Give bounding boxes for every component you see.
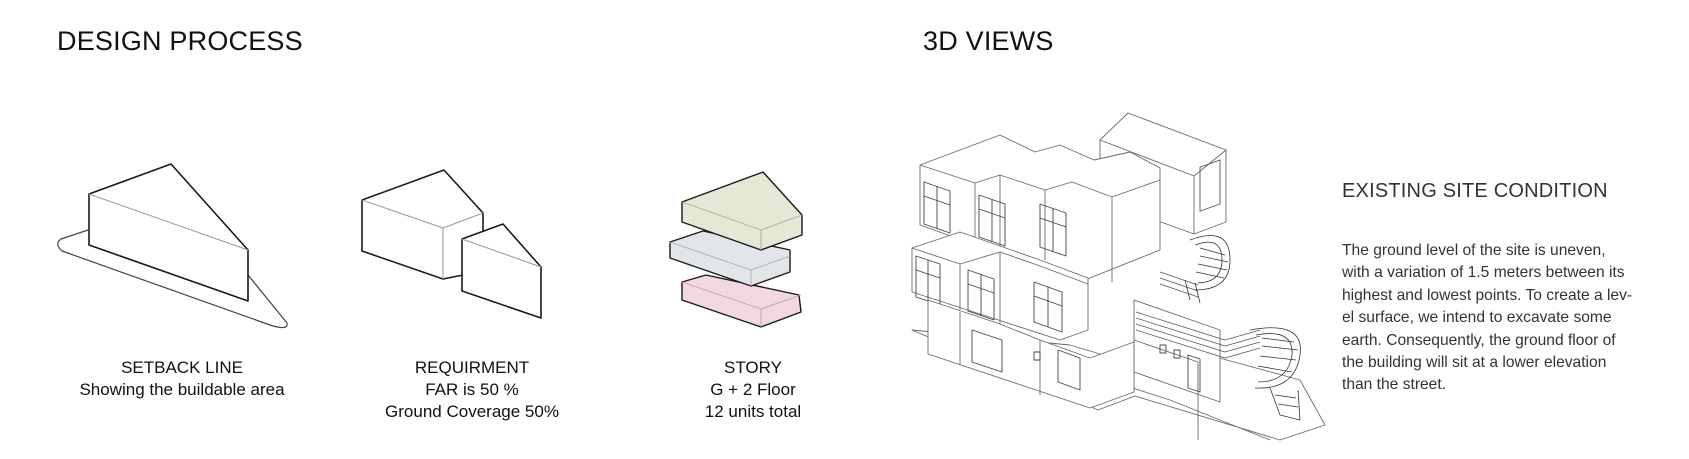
design-process-title: DESIGN PROCESS xyxy=(57,26,303,56)
story-caption: STORY G + 2 Floor 12 units total xyxy=(633,357,873,423)
existing-site-condition-paragraph: The ground level of the site is uneven, … xyxy=(1342,240,1672,397)
paragraph-line-7: than the street. xyxy=(1342,376,1447,394)
paragraph-line-3: highest and lowest points. To create a l… xyxy=(1342,286,1633,304)
paragraph-line-4: el surface, we intend to excavate some xyxy=(1342,309,1612,327)
setback-line-1: Showing the buildable area xyxy=(79,380,285,399)
requirement-line-1: FAR is 50 % xyxy=(425,380,519,399)
setback-title: SETBACK LINE xyxy=(121,358,243,377)
paragraph-line-2: with a variation of 1.5 meters between i… xyxy=(1342,264,1625,282)
paragraph-line-1: The ground level of the site is uneven, xyxy=(1342,242,1606,259)
paragraph-line-6: the building will sit at a lower elevati… xyxy=(1342,354,1607,372)
story-line-2: 12 units total xyxy=(704,402,802,421)
requirement-caption: REQUIRMENT FAR is 50 % Ground Coverage 5… xyxy=(352,357,592,423)
story-title: STORY xyxy=(724,358,782,377)
3d-views-title: 3D VIEWS xyxy=(923,26,1054,56)
existing-site-condition-heading: EXISTING SITE CONDITION xyxy=(1342,180,1608,202)
setback-caption: SETBACK LINE Showing the buildable area xyxy=(62,357,302,401)
requirement-line-2: Ground Coverage 50% xyxy=(385,402,559,421)
story-line-1: G + 2 Floor xyxy=(710,380,796,399)
requirement-title: REQUIRMENT xyxy=(414,358,530,377)
paragraph-line-5: earth. Consequently, the ground floor of xyxy=(1342,331,1616,349)
